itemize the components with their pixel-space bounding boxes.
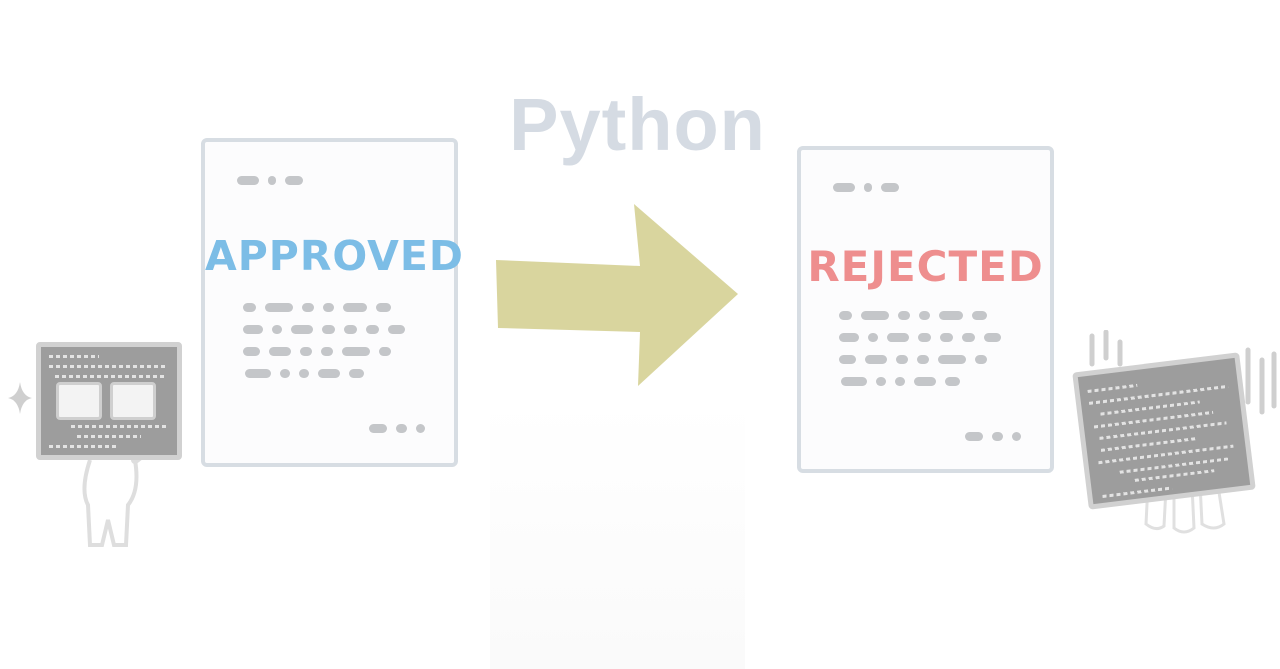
doc-body-line (801, 332, 1050, 342)
doc-body-line (205, 346, 454, 356)
doc-body-line (801, 376, 1050, 386)
doc-signature-line (205, 423, 454, 433)
doc-body-line (205, 302, 454, 312)
doc-body-line (205, 324, 454, 334)
arrow-right-icon (496, 204, 738, 386)
motion-lines-right-icon (1245, 347, 1277, 415)
code-screen-right (1072, 352, 1256, 510)
approved-document: APPROVED (201, 138, 464, 467)
doc-body-line (801, 354, 1050, 364)
rejected-document: REJECTED (797, 146, 1054, 473)
sparkle-icon (8, 382, 32, 414)
doc-signature-line (801, 431, 1050, 441)
glasses-right-lens (110, 382, 156, 420)
motion-lines-left-icon (1089, 330, 1123, 367)
approved-stamp: APPROVED (205, 232, 464, 280)
doc-header-line (801, 182, 1050, 192)
rejected-stamp: REJECTED (807, 242, 1044, 291)
python-title: Python (509, 83, 766, 166)
doc-body-line (801, 310, 1050, 320)
doc-body-line (205, 368, 454, 378)
glasses-left-lens (56, 382, 102, 420)
doc-header-line (205, 175, 454, 185)
code-screen-left (36, 342, 182, 460)
background-fade (490, 400, 745, 669)
